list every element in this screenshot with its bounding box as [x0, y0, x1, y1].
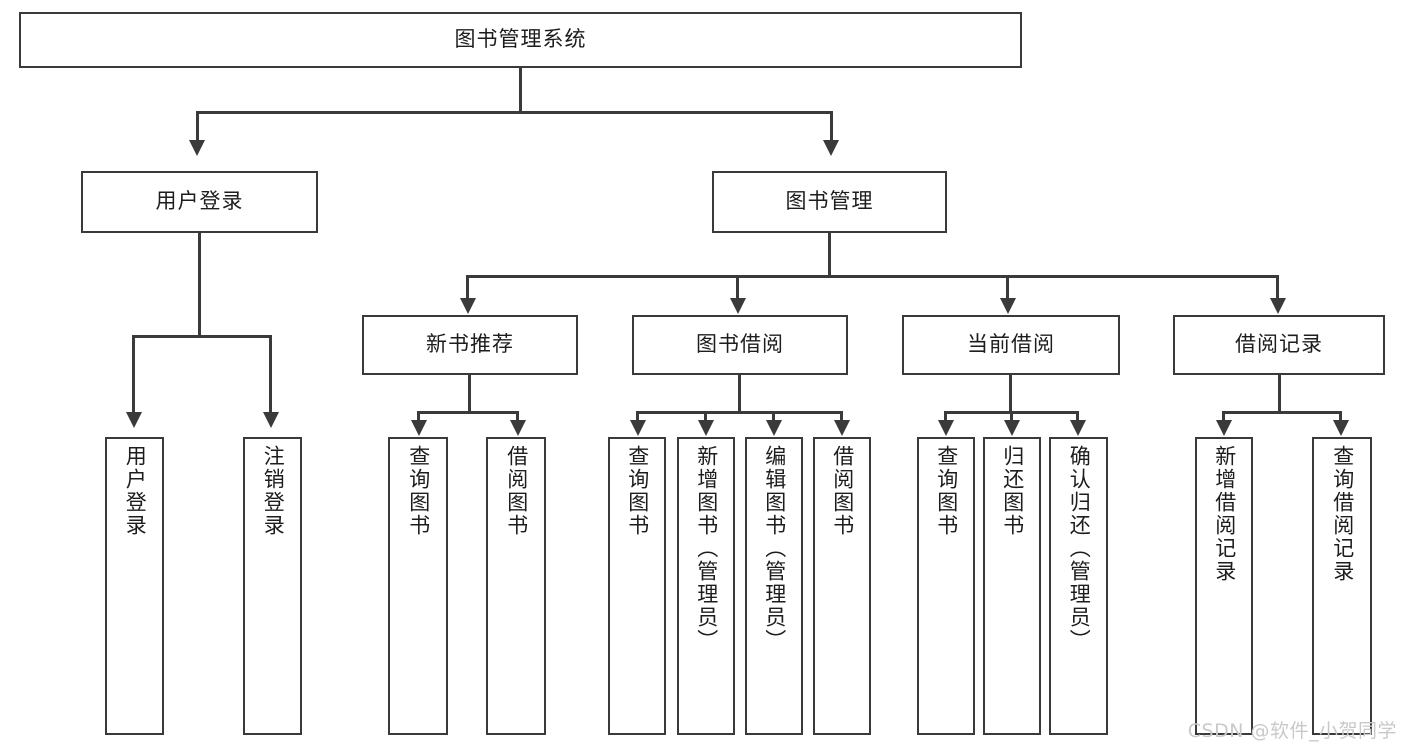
connector-bookmgmt-to-newbook — [466, 275, 469, 305]
arrow-userlogin-to-leaf1 — [126, 412, 142, 428]
connector-newbook-stem — [468, 375, 471, 411]
connector-borrowrecord-bus — [1222, 411, 1341, 414]
leaf-currentborrow-return-book[interactable]: 归还图书 — [983, 437, 1041, 735]
connector-currentborrow-to-leaf3 — [1076, 411, 1079, 425]
connector-currentborrow-stem — [1009, 375, 1012, 411]
arrow-bookborrow-to-leaf3 — [766, 420, 782, 436]
node-label: 图书管理 — [785, 189, 874, 214]
arrow-root-to-userlogin — [189, 140, 205, 156]
leaf-user-login-logout[interactable]: 注销登录 — [243, 437, 302, 735]
connector-bookborrow-to-leaf2 — [704, 411, 707, 425]
leaf-label: 新增借阅记录 — [1212, 445, 1237, 583]
arrow-bookborrow-to-leaf2 — [698, 420, 714, 436]
connector-userlogin-to-leaf1 — [132, 335, 135, 416]
connector-bookmgmt-to-borrowrecord — [1276, 275, 1279, 305]
connector-root-to-bookmgmt — [830, 111, 833, 145]
connector-bookborrow-to-leaf4 — [840, 411, 843, 425]
arrow-bookmgmt-to-bookborrow — [730, 298, 746, 314]
connector-currentborrow-to-leaf2 — [1010, 411, 1013, 425]
connector-bookmgmt-to-bookborrow — [736, 275, 739, 305]
connector-bookmgmt-stem — [828, 233, 831, 275]
leaf-label: 用户登录 — [123, 445, 148, 537]
leaf-user-login-login[interactable]: 用户登录 — [105, 437, 164, 735]
connector-root-bus — [196, 111, 833, 114]
connector-bookborrow-stem — [738, 375, 741, 411]
arrow-currentborrow-to-leaf1 — [938, 420, 954, 436]
arrow-bookborrow-to-leaf1 — [630, 420, 646, 436]
leaf-bookborrow-edit-book-admin[interactable]: 编辑图书（管理员） — [745, 437, 803, 735]
node-label: 图书管理系统 — [454, 27, 587, 52]
connector-bookmgmt-bus — [466, 275, 1278, 278]
connector-userlogin-to-leaf2 — [269, 335, 272, 416]
node-label: 当前借阅 — [967, 332, 1055, 357]
arrow-currentborrow-to-leaf3 — [1070, 420, 1086, 436]
connector-bookmgmt-to-currentborrow — [1006, 275, 1009, 305]
connector-newbook-bus — [417, 411, 519, 414]
arrow-newbook-to-leaf1 — [411, 420, 427, 436]
node-label: 借阅记录 — [1235, 332, 1323, 357]
connector-newbook-to-leaf2 — [516, 411, 519, 425]
node-book-management[interactable]: 图书管理 — [712, 171, 947, 233]
arrow-newbook-to-leaf2 — [510, 420, 526, 436]
connector-borrowrecord-stem — [1278, 375, 1281, 411]
leaf-newbook-query-book[interactable]: 查询图书 — [388, 437, 448, 735]
arrow-bookmgmt-to-newbook — [460, 298, 476, 314]
node-borrow-record[interactable]: 借阅记录 — [1173, 315, 1385, 375]
leaf-borrowrecord-add-record[interactable]: 新增借阅记录 — [1195, 437, 1253, 735]
leaf-label: 归还图书 — [1000, 445, 1025, 537]
connector-bookborrow-bus — [636, 411, 843, 414]
arrow-root-to-bookmgmt — [823, 140, 839, 156]
connector-newbook-to-leaf1 — [417, 411, 420, 425]
leaf-bookborrow-borrow-book[interactable]: 借阅图书 — [813, 437, 871, 735]
leaf-label: 查询图书 — [625, 445, 650, 537]
connector-bookborrow-to-leaf1 — [636, 411, 639, 425]
leaf-bookborrow-add-book-admin[interactable]: 新增图书（管理员） — [677, 437, 735, 735]
leaf-label: 查询借阅记录 — [1330, 445, 1355, 583]
arrow-userlogin-to-leaf2 — [263, 412, 279, 428]
node-label: 新书推荐 — [426, 332, 514, 357]
connector-borrowrecord-to-leaf1 — [1222, 411, 1225, 425]
arrow-bookmgmt-to-currentborrow — [1000, 298, 1016, 314]
node-label: 图书借阅 — [696, 332, 784, 357]
node-root-system[interactable]: 图书管理系统 — [19, 12, 1022, 68]
node-new-book-recommend[interactable]: 新书推荐 — [362, 315, 578, 375]
leaf-label: 借阅图书 — [830, 445, 855, 537]
leaf-label: 确认归还（管理员） — [1067, 445, 1092, 652]
leaf-newbook-borrow-book[interactable]: 借阅图书 — [486, 437, 546, 735]
arrow-bookmgmt-to-borrowrecord — [1270, 298, 1286, 314]
connector-userlogin-stem — [198, 233, 201, 335]
leaf-currentborrow-confirm-return-admin[interactable]: 确认归还（管理员） — [1049, 437, 1108, 735]
leaf-bookborrow-query-book[interactable]: 查询图书 — [608, 437, 666, 735]
leaf-label: 借阅图书 — [504, 445, 529, 537]
arrow-bookborrow-to-leaf4 — [834, 420, 850, 436]
leaf-borrowrecord-query-record[interactable]: 查询借阅记录 — [1312, 437, 1372, 735]
leaf-label: 注销登录 — [261, 445, 286, 537]
arrow-borrowrecord-to-leaf1 — [1216, 420, 1232, 436]
leaf-currentborrow-query-book[interactable]: 查询图书 — [917, 437, 975, 735]
connector-root-stem — [519, 68, 522, 111]
leaf-label: 编辑图书（管理员） — [762, 445, 787, 652]
arrow-borrowrecord-to-leaf2 — [1333, 420, 1349, 436]
connector-currentborrow-to-leaf1 — [944, 411, 947, 425]
node-label: 用户登录 — [155, 189, 244, 214]
leaf-label: 查询图书 — [934, 445, 959, 537]
connector-borrowrecord-to-leaf2 — [1339, 411, 1342, 425]
connector-root-to-userlogin — [196, 111, 199, 145]
arrow-currentborrow-to-leaf2 — [1004, 420, 1020, 436]
watermark-text: CSDN @软件_小贺同学 — [1187, 720, 1397, 742]
connector-bookborrow-to-leaf3 — [772, 411, 775, 425]
leaf-label: 新增图书（管理员） — [694, 445, 719, 652]
connector-userlogin-bus — [132, 335, 272, 338]
node-current-borrow[interactable]: 当前借阅 — [902, 315, 1120, 375]
leaf-label: 查询图书 — [406, 445, 431, 537]
node-book-borrow[interactable]: 图书借阅 — [632, 315, 848, 375]
node-user-login[interactable]: 用户登录 — [81, 171, 318, 233]
